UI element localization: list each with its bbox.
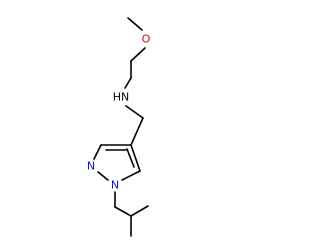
bond-ch2-ch xyxy=(114,206,132,217)
bond-oxygen-ch2 xyxy=(130,47,146,62)
bond-c3-n2 xyxy=(93,144,102,160)
molecule-diagram: O HN N N xyxy=(87,17,151,237)
atom-nh: HN xyxy=(113,91,130,104)
bond-c5-c4-double xyxy=(126,148,135,168)
bond-c5-c4 xyxy=(130,144,141,172)
atom-n2: N xyxy=(87,160,95,173)
bond-ch2-nh xyxy=(124,77,132,89)
bond-nh-ch2 xyxy=(125,105,144,119)
bond-n1-c5 xyxy=(121,170,141,181)
bond-ch2-ring xyxy=(130,117,144,146)
bond-ch-ch3-top xyxy=(130,205,149,217)
atom-n1: N xyxy=(111,179,119,192)
atom-oxygen: O xyxy=(142,33,151,46)
bond-methyl-oxygen xyxy=(127,17,143,31)
bond-n2-n1 xyxy=(97,171,109,181)
